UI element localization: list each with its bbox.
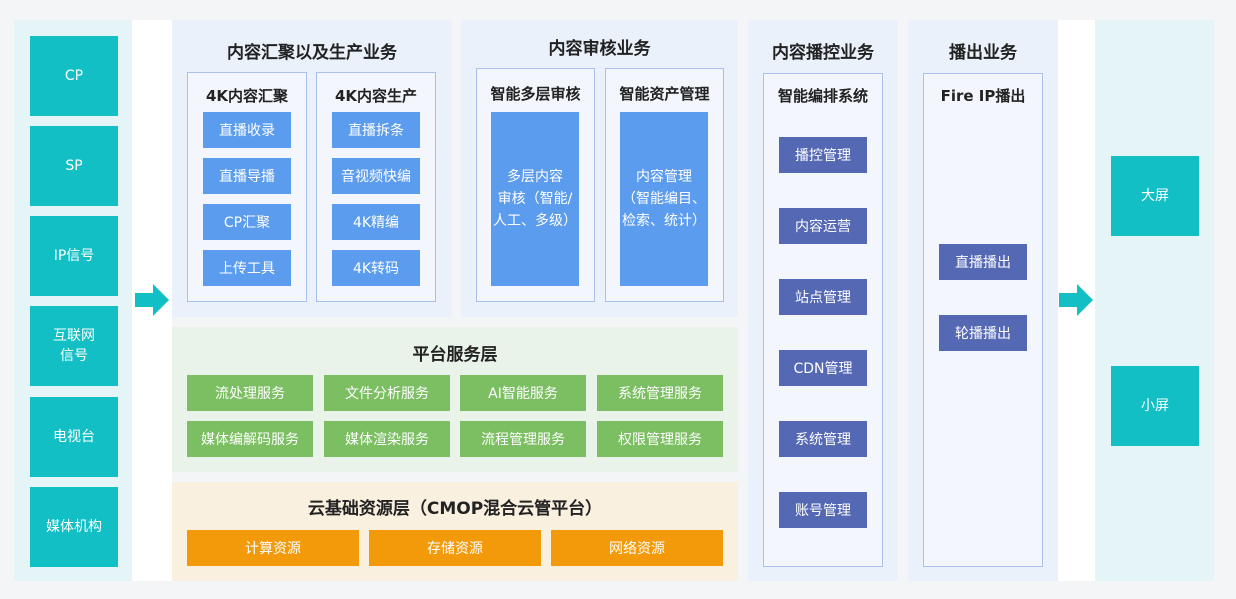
outputs-panel [1095, 20, 1214, 581]
orchestration-title: 智能编排系统 [777, 86, 868, 105]
source-ip-signal: IP信号 [30, 216, 118, 296]
platform-service: 文件分析服务 [324, 375, 450, 411]
cloud-resource: 网络资源 [551, 530, 723, 566]
arrow-right-icon [135, 284, 169, 316]
cloud-resource: 计算资源 [187, 530, 359, 566]
platform-service: 媒体渲染服务 [324, 421, 450, 457]
gather-item: 上传工具 [203, 250, 291, 286]
orchestration-item: 系统管理 [779, 421, 867, 457]
platform-service: AI智能服务 [460, 375, 586, 411]
playout-title: 播出业务 [949, 42, 1017, 63]
arrow-right-icon [1059, 284, 1093, 316]
source-tv-station: 电视台 [30, 397, 118, 477]
output-small-screen: 小屏 [1111, 366, 1199, 446]
aggregation-title: 内容汇聚以及生产业务 [227, 42, 397, 63]
orchestration-item: 账号管理 [779, 492, 867, 528]
source-sp: SP [30, 126, 118, 206]
produce-item: 音视频快编 [332, 158, 420, 194]
output-big-screen: 大屏 [1111, 156, 1199, 236]
orchestration-item: 播控管理 [779, 137, 867, 173]
broadcast-control-title: 内容播控业务 [772, 42, 874, 63]
produce-item: 4K精编 [332, 204, 420, 240]
source-internet-signal: 互联网 信号 [30, 306, 118, 386]
orchestration-item: 内容运营 [779, 208, 867, 244]
orchestration-item: CDN管理 [779, 350, 867, 386]
produce-item: 4K转码 [332, 250, 420, 286]
platform-service: 权限管理服务 [597, 421, 723, 457]
platform-service: 系统管理服务 [597, 375, 723, 411]
cloud-resource: 存储资源 [369, 530, 541, 566]
source-media-org: 媒体机构 [30, 487, 118, 567]
gather-item: 直播收录 [203, 112, 291, 148]
playout-item: 轮播播出 [939, 315, 1027, 351]
multi-review-body: 多层内容 审核（智能/ 人工、多级） [491, 112, 579, 286]
platform-service: 流处理服务 [187, 375, 313, 411]
orchestration-item: 站点管理 [779, 279, 867, 315]
fire-ip-title: Fire IP播出 [940, 86, 1026, 105]
asset-body: 内容管理 （智能编目、 检索、统计） [620, 112, 708, 286]
review-title: 内容审核业务 [548, 38, 651, 59]
platform-service: 流程管理服务 [460, 421, 586, 457]
produce-item: 直播拆条 [332, 112, 420, 148]
gather-item: 直播导播 [203, 158, 291, 194]
platform-title: 平台服务层 [412, 344, 498, 365]
source-cp: CP [30, 36, 118, 116]
gather-title: 4K内容汇聚 [205, 86, 289, 105]
cloud-title: 云基础资源层（CMOP混合云管平台） [307, 498, 603, 519]
platform-service: 媒体编解码服务 [187, 421, 313, 457]
asset-title: 智能资产管理 [619, 84, 710, 103]
multi-review-title: 智能多层审核 [490, 84, 581, 103]
produce-title: 4K内容生产 [334, 86, 418, 105]
gather-item: CP汇聚 [203, 204, 291, 240]
playout-item: 直播播出 [939, 244, 1027, 280]
